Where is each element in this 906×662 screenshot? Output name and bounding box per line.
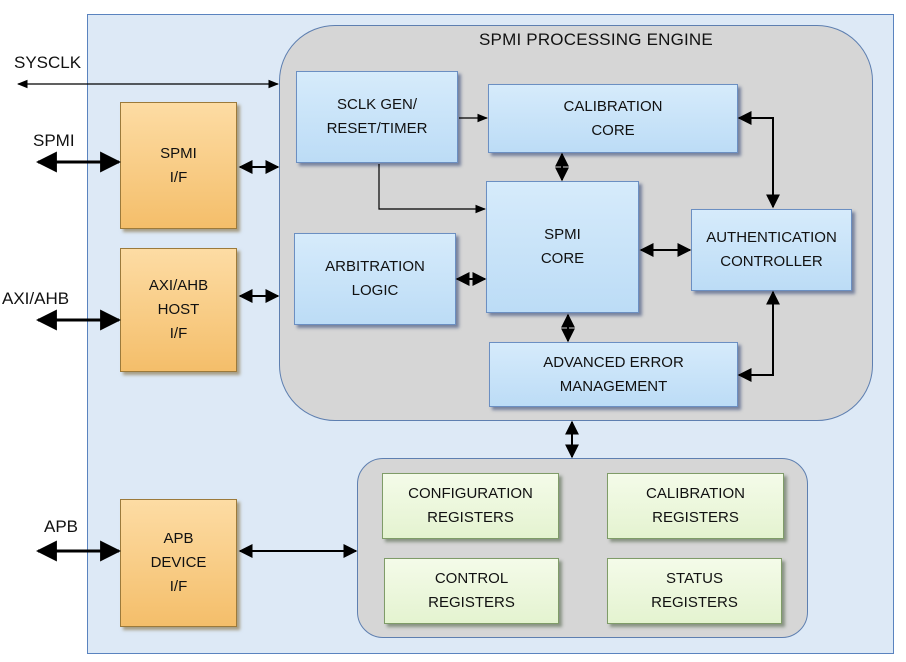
control-registers-block: CONTROL REGISTERS bbox=[384, 558, 559, 624]
calibration-core-block: CALIBRATION CORE bbox=[488, 84, 738, 153]
status-registers-block: STATUS REGISTERS bbox=[607, 558, 782, 624]
spmi-label: SPMI bbox=[33, 131, 75, 150]
sclk-to-spmi-core-wire bbox=[378, 164, 487, 214]
spmi-interface-block: SPMI I/F bbox=[120, 102, 237, 229]
arbitration-logic-block: ARBITRATION LOGIC bbox=[294, 233, 456, 325]
authentication-to-error-mgmt-wire bbox=[737, 290, 780, 382]
advanced-error-management-block: ADVANCED ERROR MANAGEMENT bbox=[489, 342, 738, 407]
configuration-registers-block: CONFIGURATION REGISTERS bbox=[382, 473, 559, 539]
apb-label: APB bbox=[44, 517, 79, 536]
sclk-gen-reset-timer-block: SCLK GEN/ RESET/TIMER bbox=[296, 71, 458, 163]
sysclk-label: SYSCLK bbox=[14, 53, 82, 72]
axi-ahb-host-interface-block: AXI/AHB HOST I/F bbox=[120, 248, 237, 372]
apb-device-interface-block: APB DEVICE I/F bbox=[120, 499, 237, 627]
authentication-controller-block: AUTHENTICATION CONTROLLER bbox=[691, 209, 852, 291]
calibration-registers-block: CALIBRATION REGISTERS bbox=[607, 473, 784, 539]
axi-ahb-label: AXI/AHB bbox=[2, 289, 70, 308]
engine-title: SPMI PROCESSING ENGINE bbox=[479, 30, 713, 49]
calibration-to-authentication-wire bbox=[737, 111, 780, 209]
spmi-core-block: SPMI CORE bbox=[486, 181, 639, 313]
